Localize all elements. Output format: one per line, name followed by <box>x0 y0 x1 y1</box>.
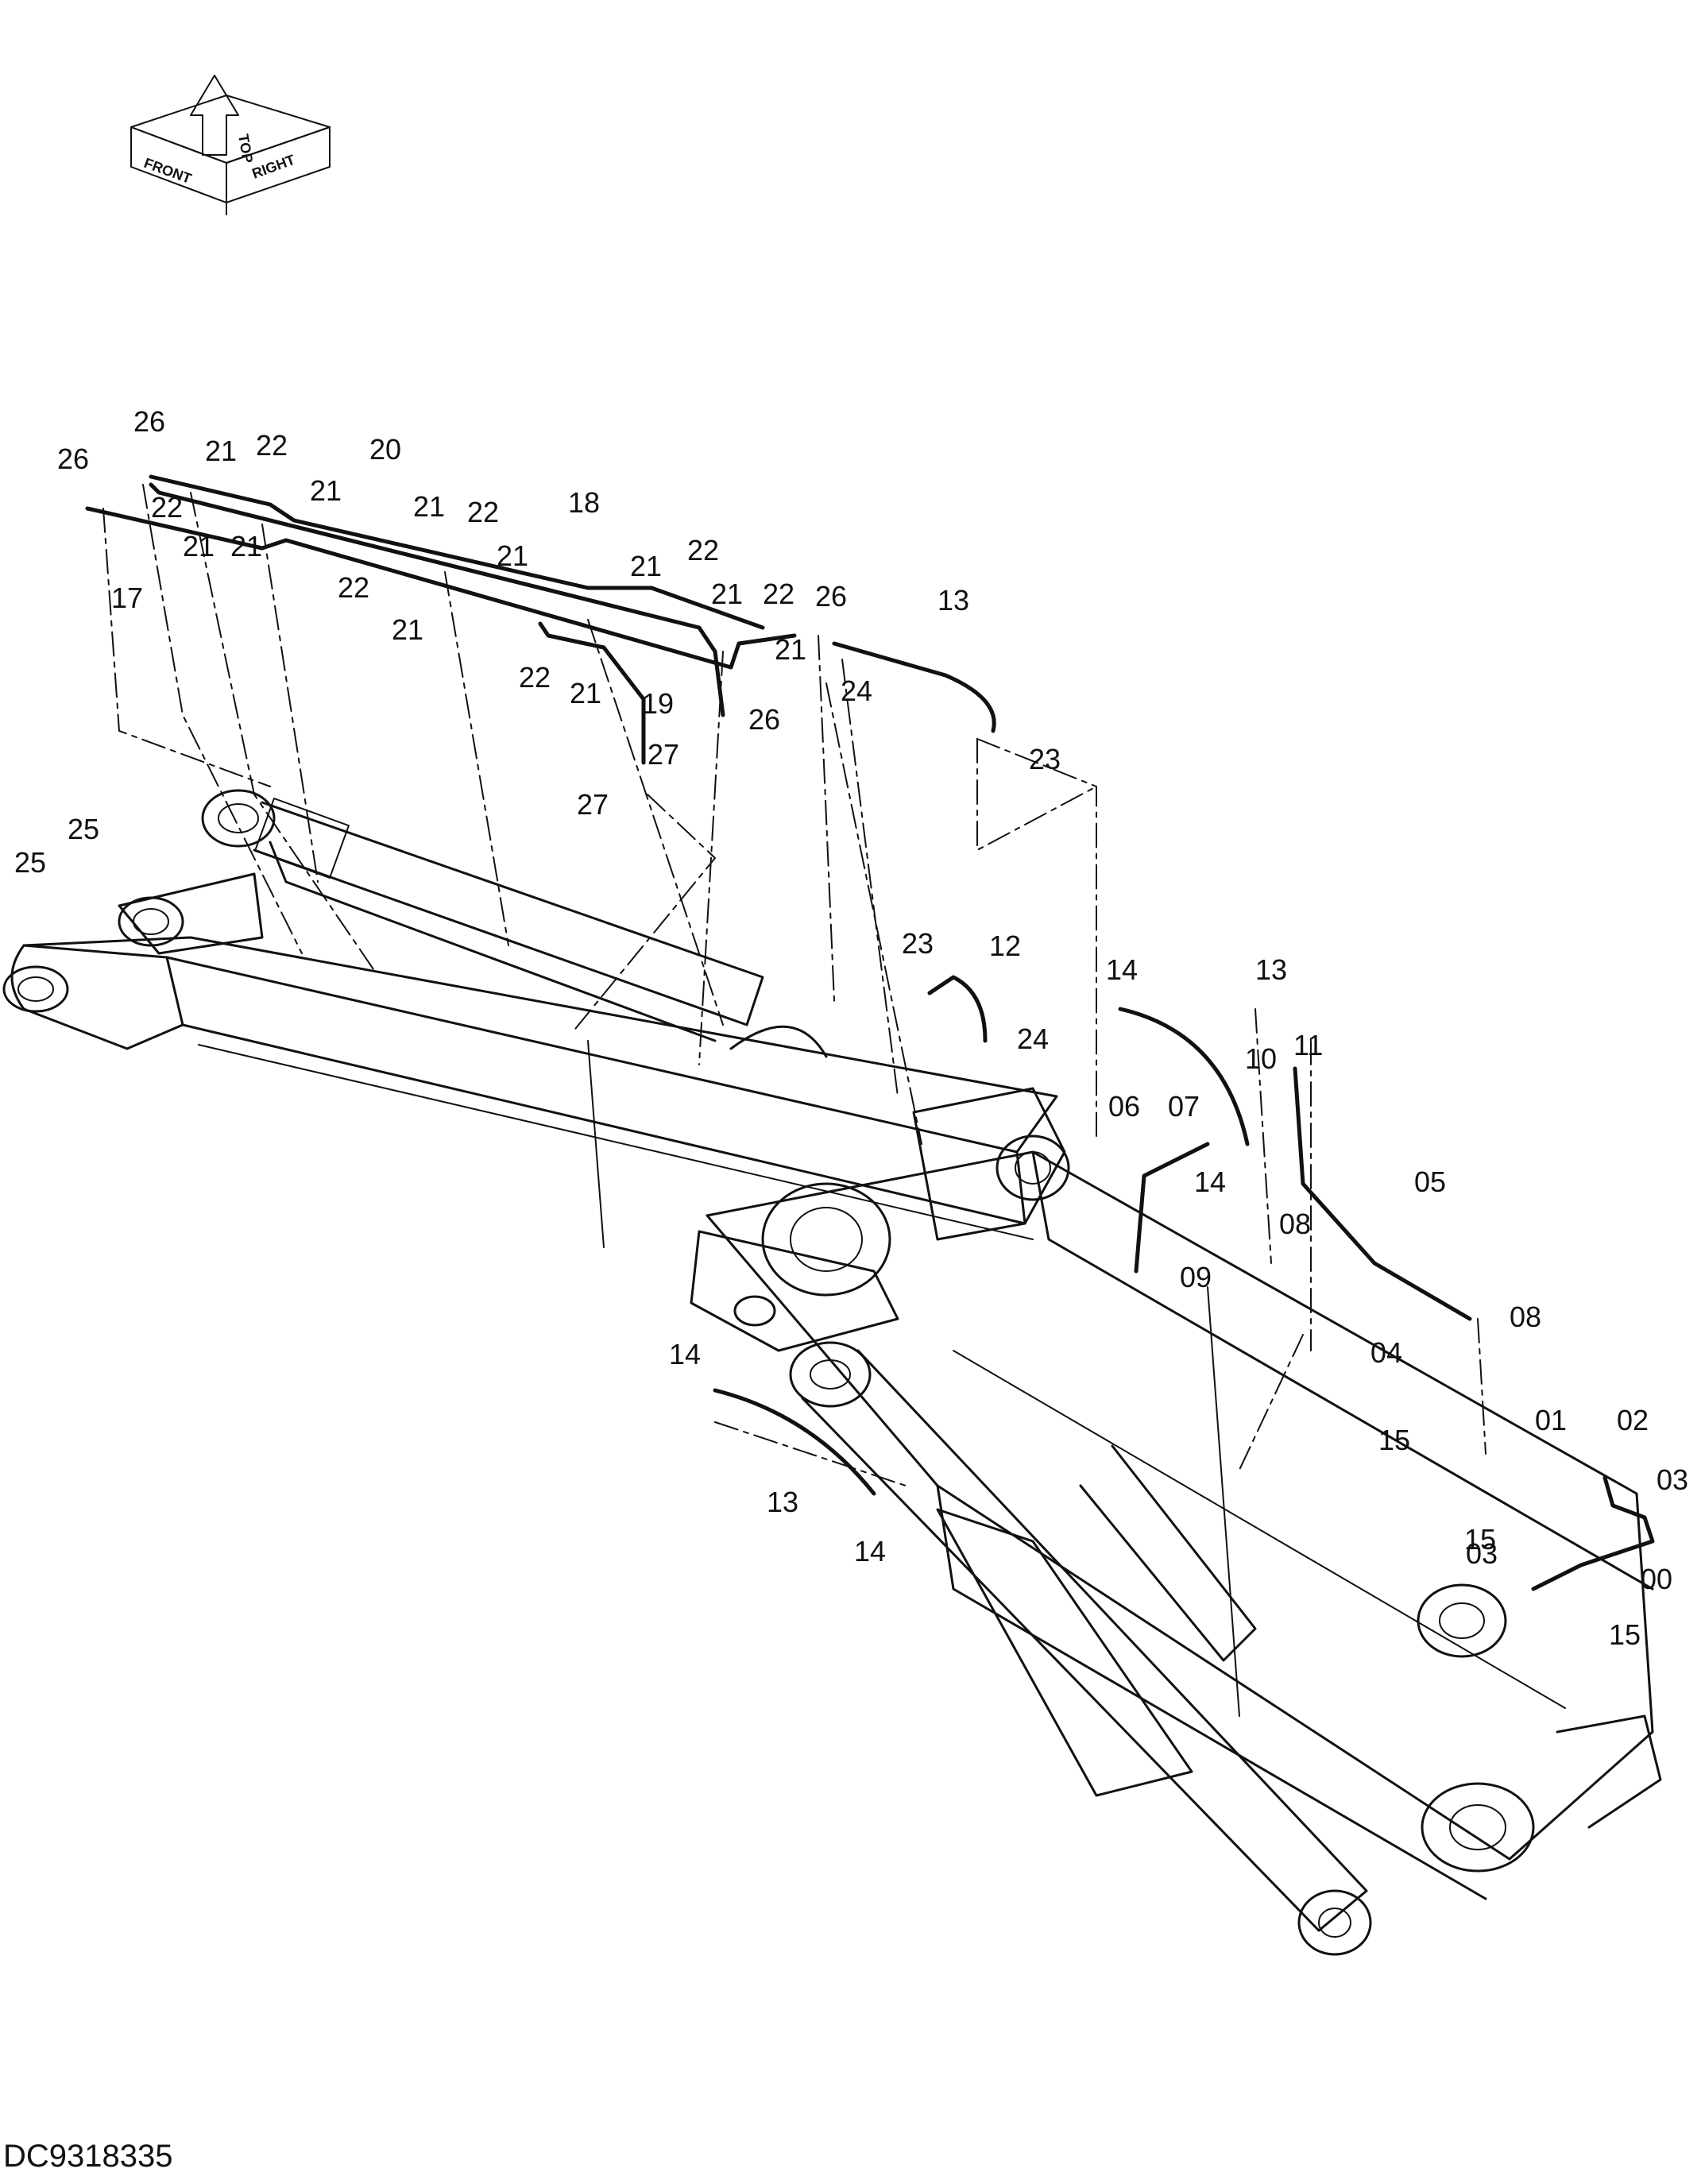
callout-17: 17 <box>111 582 143 614</box>
callout-22: 22 <box>763 578 794 610</box>
callout-08: 08 <box>1510 1301 1541 1333</box>
callout-21: 21 <box>570 677 601 709</box>
callout-22: 22 <box>519 661 551 694</box>
callout-14: 14 <box>854 1535 886 1567</box>
callout-27: 27 <box>648 738 679 771</box>
callout-04: 04 <box>1370 1336 1402 1369</box>
pipe-05-04 <box>1293 1066 1472 1321</box>
callout-22: 22 <box>467 496 499 528</box>
callout-20: 20 <box>369 433 401 466</box>
callout-03: 03 <box>1657 1463 1688 1496</box>
pipe-17 <box>85 506 797 670</box>
callout-03: 03 <box>1466 1537 1498 1570</box>
pipe-06 <box>1134 1142 1210 1274</box>
callout-21: 21 <box>205 435 237 467</box>
pipe-01-00 <box>1531 1475 1655 1591</box>
callout-11: 11 <box>1293 1029 1323 1061</box>
callout-15: 15 <box>1464 1523 1496 1556</box>
leader-lines <box>102 484 1486 1486</box>
callout-26: 26 <box>57 443 89 475</box>
callout-13: 13 <box>767 1486 798 1518</box>
callout-14: 14 <box>1106 953 1138 986</box>
callout-23: 23 <box>1029 743 1061 775</box>
hose-13-mid <box>1118 1007 1250 1146</box>
arm-structure <box>2 872 1058 1248</box>
callout-15: 15 <box>1378 1424 1410 1456</box>
callout-22: 22 <box>338 571 369 604</box>
callout-08: 08 <box>1279 1208 1311 1240</box>
callout-21: 21 <box>497 539 528 572</box>
callout-22: 22 <box>256 429 288 462</box>
callout-23: 23 <box>902 927 934 960</box>
callout-14: 14 <box>669 1338 701 1370</box>
orientation-front-label: FRONT <box>142 155 194 187</box>
arm-boom-pivot <box>690 1025 1070 1352</box>
callout-10: 10 <box>1245 1042 1277 1075</box>
callout-21: 21 <box>310 474 342 507</box>
boom-structure <box>706 1150 1662 1900</box>
callout-27: 27 <box>577 788 609 821</box>
callout-00: 00 <box>1641 1563 1672 1595</box>
orientation-top-label: TOP <box>235 133 256 164</box>
callout-25: 25 <box>14 846 46 879</box>
callout-12: 12 <box>989 930 1021 962</box>
callout-22: 22 <box>687 534 719 566</box>
callout-21: 21 <box>630 550 662 582</box>
callout-02: 02 <box>1617 1404 1649 1436</box>
callout-21: 21 <box>413 490 445 523</box>
boom-cylinder <box>789 1341 1372 1956</box>
hose-13-top <box>832 641 996 733</box>
callout-14: 14 <box>1194 1165 1226 1198</box>
callout-07: 07 <box>1168 1090 1200 1123</box>
callout-18: 18 <box>568 486 600 519</box>
callout-09: 09 <box>1180 1261 1212 1293</box>
callout-06: 06 <box>1108 1090 1140 1123</box>
callout-25: 25 <box>68 813 99 845</box>
bucket-cylinder <box>201 789 764 1042</box>
hose-13-low <box>713 1388 876 1496</box>
drawing-number: DC9318335 <box>3 2139 173 2174</box>
callout-19: 19 <box>642 687 674 720</box>
callout-26: 26 <box>815 580 847 613</box>
orientation-icon: FRONT TOP RIGHT <box>130 75 331 215</box>
callout-13: 13 <box>937 584 969 617</box>
orientation-right-label: RIGHT <box>250 152 297 182</box>
callout-21: 21 <box>183 530 215 562</box>
pipe-19 <box>538 621 646 765</box>
callout-26: 26 <box>748 703 780 736</box>
callout-21: 21 <box>711 578 743 610</box>
callout-21: 21 <box>775 633 806 666</box>
callout-05: 05 <box>1414 1165 1446 1198</box>
callout-24: 24 <box>841 675 872 707</box>
callout-15: 15 <box>1609 1618 1641 1651</box>
callout-22: 22 <box>151 491 183 524</box>
callout-21: 21 <box>230 530 262 562</box>
hose-12 <box>927 975 988 1043</box>
callout-01: 01 <box>1535 1404 1567 1436</box>
pipe-20 <box>149 482 725 717</box>
callout-21: 21 <box>392 613 423 646</box>
callout-26: 26 <box>133 405 165 438</box>
callout-13: 13 <box>1255 953 1287 986</box>
callout-24: 24 <box>1017 1022 1049 1055</box>
pipe-18 <box>149 474 765 630</box>
